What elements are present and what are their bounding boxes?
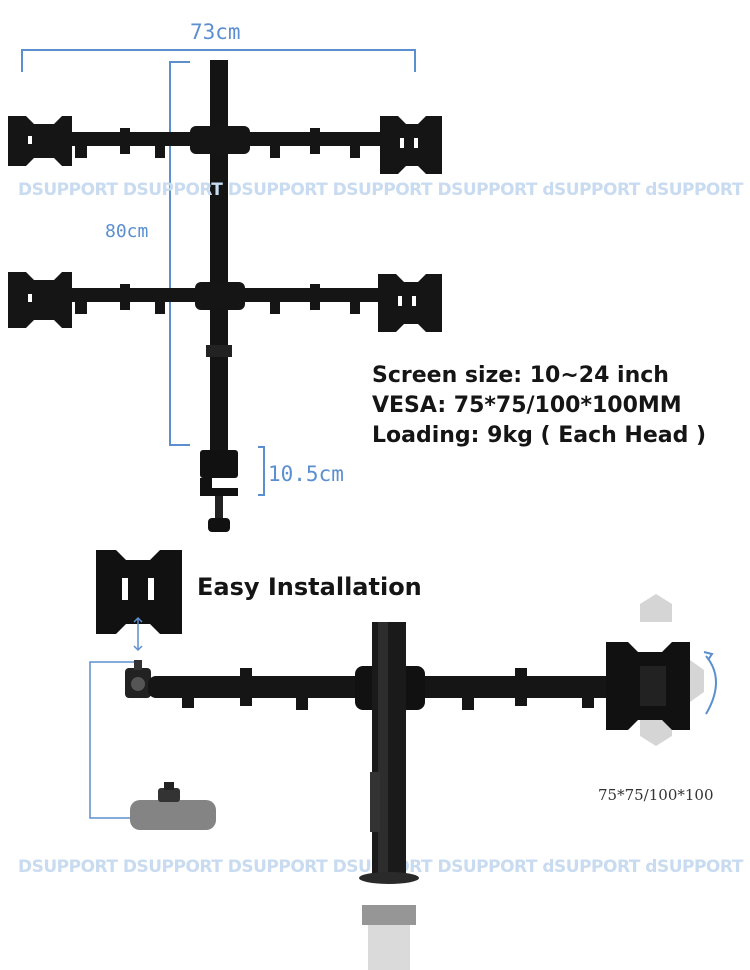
quad-monitor-mount-illustration (8, 49, 442, 532)
easy-installation-label: Easy Installation (197, 573, 422, 601)
rotate-arrow-icon (703, 651, 717, 715)
dimension-lines (21, 49, 416, 496)
installation-detail-illustration (89, 550, 717, 970)
watermark-row-top: DSUPPORT DSUPPORT DSUPPORT DSUPPORT DSUP… (18, 180, 743, 200)
spec-screen-size: Screen size: 10~24 inch (372, 363, 669, 388)
height-dimension-label: 80cm (105, 221, 149, 242)
width-dimension-label: 73cm (190, 20, 241, 44)
clamp-height-label: 10.5cm (268, 462, 344, 486)
spec-loading: Loading: 9kg ( Each Head ) (372, 423, 707, 448)
double-arrow-icon (133, 616, 143, 652)
vesa-plate-icon (96, 550, 182, 634)
vesa-pattern-label: 75*75/100*100 (598, 786, 714, 804)
spec-vesa: VESA: 75*75/100*100MM (372, 393, 682, 418)
